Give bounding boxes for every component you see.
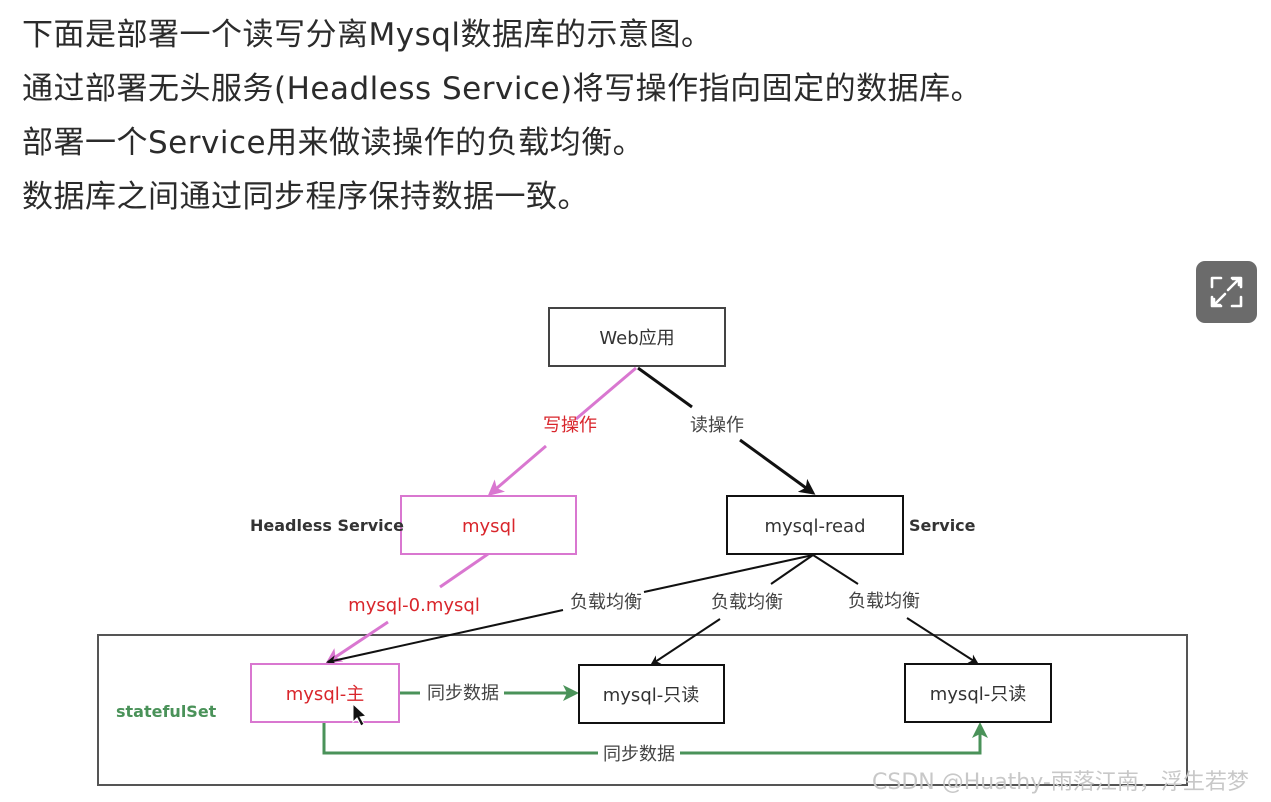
sync-edge-2-label: 同步数据 [603,744,675,765]
intro-line: 通过部署无头服务(Headless Service)将写操作指向固定的数据库。 [22,71,983,107]
service-caption: Service [909,516,976,535]
node-replica-2: mysql-只读 [904,663,1052,723]
lb-edge-2-upper [770,554,814,585]
dns-edge-label: mysql-0.mysql [348,595,480,616]
node-headless-service: mysql [400,495,577,555]
sync-edge-2-left [322,723,598,755]
intro-text: 下面是部署一个读写分离Mysql数据库的示意图。 通过部署无头服务(Headle… [22,8,982,224]
write-edge-label: 写操作 [543,415,597,436]
intro-line: 数据库之间通过同步程序保持数据一致。 [22,179,589,215]
lb-edge-1-label: 负载均衡 [570,592,642,613]
lb-edge-3-upper [812,554,859,585]
intro-line: 部署一个Service用来做读操作的负载均衡。 [22,125,645,161]
statefulset-caption: statefulSet [116,702,217,721]
lb-edge-3-label: 负载均衡 [848,591,920,612]
node-replica-1-label: mysql-只读 [603,685,700,706]
node-master: mysql-主 [250,663,400,723]
node-read-service: mysql-read [726,495,904,555]
node-web-app: Web应用 [548,307,726,367]
sync-edge-2-right [680,722,988,755]
write-edge-upper [575,366,637,421]
expand-icon [1210,276,1243,308]
read-edge-lower [739,438,816,495]
node-master-label: mysql-主 [286,684,365,705]
read-edge-upper [637,366,693,409]
lb-edge-3-lower [906,617,979,665]
lb-edge-1-upper [643,554,814,593]
sync-edge-1-label: 同步数据 [427,683,499,704]
dns-edge-upper [439,552,489,589]
node-replica-2-label: mysql-只读 [930,684,1027,705]
headless-service-caption: Headless Service [250,516,404,535]
node-read-service-label: mysql-read [764,516,865,537]
node-web-app-label: Web应用 [599,328,674,349]
dns-edge-lower [325,620,389,664]
write-edge-lower [487,444,547,496]
statefulset-container [97,634,1188,786]
lb-edge-1-lower [326,609,564,666]
node-replica-1: mysql-只读 [578,664,725,724]
lb-edge-2-lower [650,618,721,666]
read-edge-label: 读操作 [690,415,744,436]
watermark: CSDN @Huathy-雨落江南，浮生若梦 [872,770,1249,795]
intro-line: 下面是部署一个读写分离Mysql数据库的示意图。 [22,17,713,53]
mouse-cursor-icon [352,702,368,727]
lb-edge-2-label: 负载均衡 [711,592,783,613]
node-headless-service-label: mysql [462,516,516,537]
expand-button[interactable] [1196,261,1257,323]
